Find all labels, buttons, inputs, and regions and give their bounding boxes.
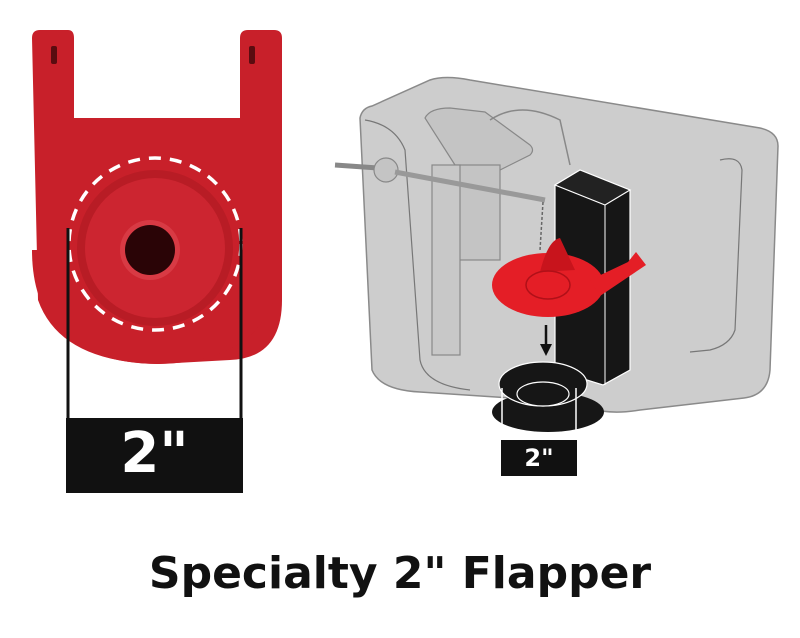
- flapper-top-view: [32, 30, 282, 493]
- left-dimension-label: 2": [120, 421, 189, 486]
- flapper-illustration: [492, 238, 646, 317]
- right-dimension-label: 2": [524, 444, 554, 472]
- product-caption: Specialty 2" Flapper: [148, 548, 652, 599]
- toilet-tank-diagram: [334, 76, 779, 476]
